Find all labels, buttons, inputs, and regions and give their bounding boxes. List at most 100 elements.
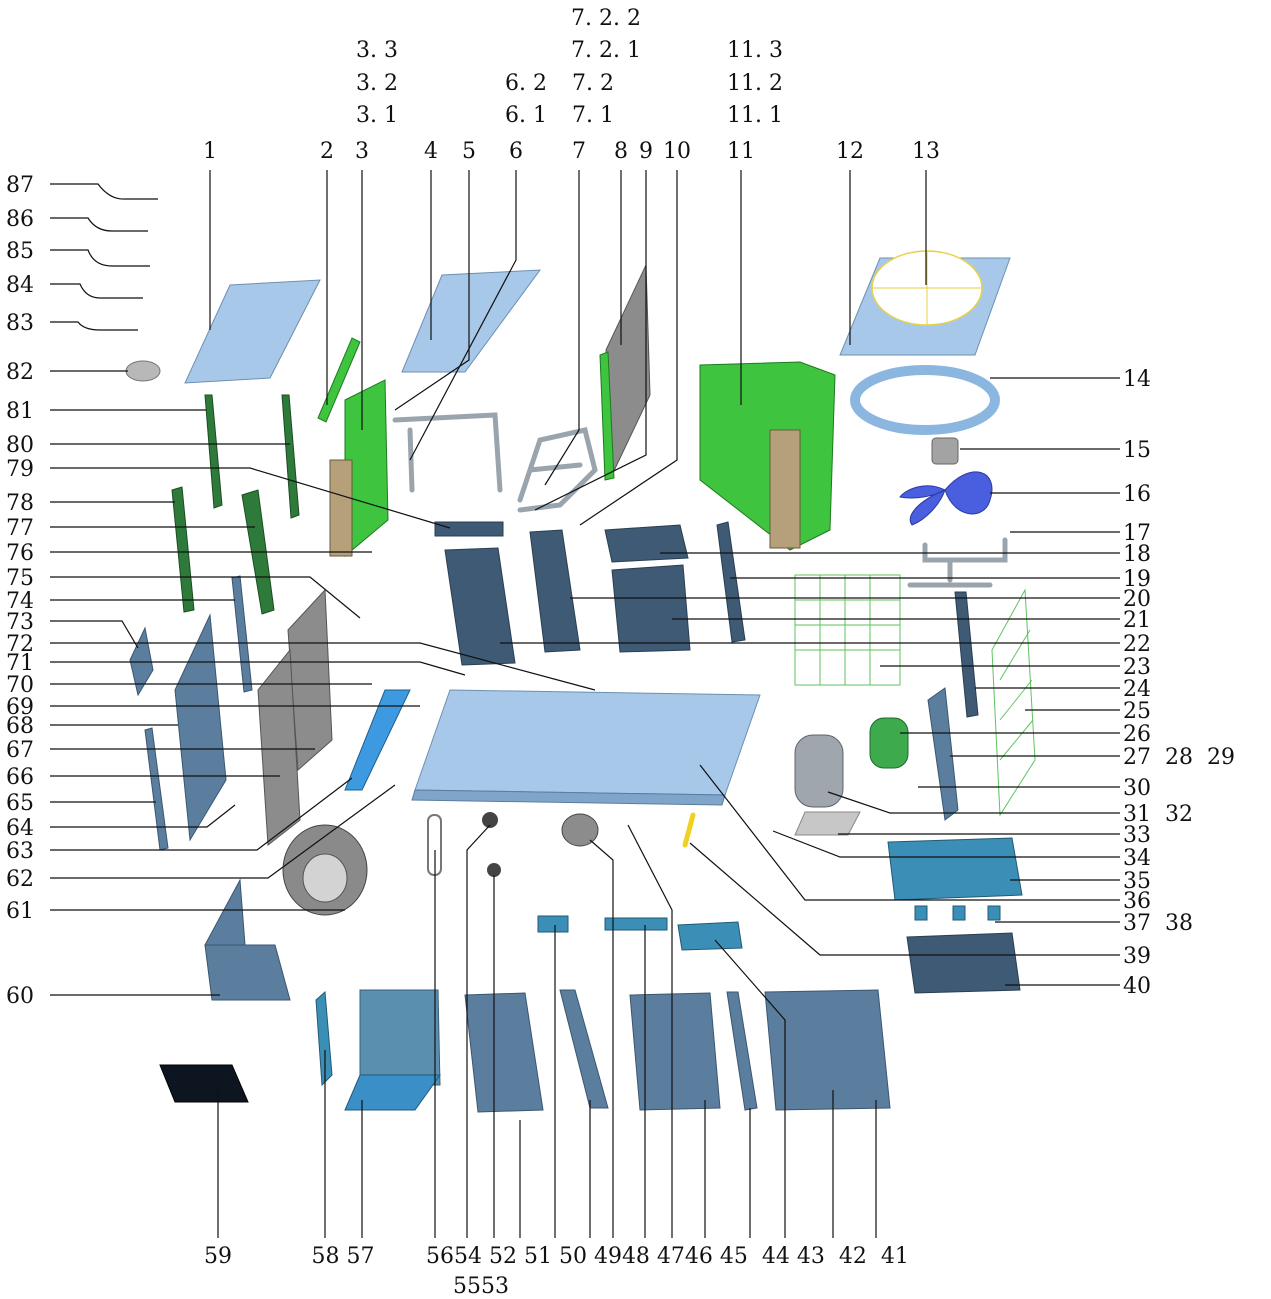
callout-label: 9 xyxy=(639,139,653,164)
callout-label: 59 xyxy=(204,1244,232,1269)
part-68-frame xyxy=(174,613,227,842)
part-38-clip xyxy=(987,905,1001,921)
callout-label: 1 xyxy=(203,139,217,164)
callout-label: 19 xyxy=(1123,567,1151,592)
part-60-flange xyxy=(204,878,246,946)
callout-label: 84 xyxy=(6,273,34,298)
callout-label: 67 xyxy=(6,738,34,763)
part-27-side-plate xyxy=(927,687,959,821)
part-61-wheel xyxy=(302,853,348,903)
part-58-strip xyxy=(315,990,333,1087)
leader-line xyxy=(409,170,517,461)
callout-label: 26 xyxy=(1123,722,1151,747)
callout-label: 36 xyxy=(1123,889,1151,914)
part-31-compressor xyxy=(794,734,844,808)
callout-label: 35 xyxy=(1123,869,1151,894)
part-41-base-panel xyxy=(764,989,891,1111)
callout-label: 24 xyxy=(1123,677,1151,702)
callout-label: 3 xyxy=(355,139,369,164)
callout-label: 25 xyxy=(1123,699,1151,724)
callout-label: 22 xyxy=(1123,632,1151,657)
leader-line xyxy=(50,620,139,649)
part-57-base xyxy=(344,1074,441,1111)
callout-label: 58 57 xyxy=(312,1244,375,1269)
part-57-drain-pan xyxy=(359,989,441,1086)
leader-line xyxy=(772,830,1120,858)
callout-label: 23 xyxy=(1123,655,1151,680)
callout-label: 7. 2. 2 xyxy=(571,6,641,31)
callout-label: 37 38 xyxy=(1123,911,1193,936)
top-labels: 1 2 3 3. 1 3. 2 3. 3 4 5 6 6. 1 6. 2 7 7… xyxy=(203,6,940,164)
leader-line xyxy=(394,170,470,411)
callout-label: 82 xyxy=(6,360,34,385)
left-labels: 87 86 85 84 83 82 81 80 79 78 77 76 75 7… xyxy=(6,173,34,1009)
part-63-channel xyxy=(344,689,411,791)
part-2-rail xyxy=(317,337,361,423)
part-18-panel xyxy=(604,524,689,563)
callout-label: 63 xyxy=(6,839,34,864)
part-82-gasket xyxy=(125,360,161,382)
callout-label: 80 xyxy=(6,433,34,458)
part-39-connector xyxy=(682,812,696,848)
callout-label: 10 xyxy=(663,139,691,164)
leader-line xyxy=(50,183,158,200)
part-51-panel xyxy=(464,992,544,1113)
part-36-base-front xyxy=(411,789,726,806)
callout-label: 66 xyxy=(6,765,34,790)
leader-line xyxy=(579,170,678,526)
part-22-panel xyxy=(444,547,516,666)
callout-label: 12 xyxy=(836,139,864,164)
callout-label: 7. 2. 1 xyxy=(571,38,641,63)
callout-label: 14 xyxy=(1123,367,1151,392)
callout-label: 71 xyxy=(6,651,34,676)
part-26-accumulator xyxy=(869,717,909,769)
part-37-clip xyxy=(952,905,966,921)
callout-label: 64 xyxy=(6,816,34,841)
part-74-strip xyxy=(231,575,253,693)
callout-label: 5654 52 51 50 4948 4746 45 44 43 42 41 xyxy=(426,1244,909,1269)
part-48-motor xyxy=(561,813,599,847)
callout-label: 3. 3 xyxy=(356,38,398,63)
callout-label: 85 xyxy=(6,239,34,264)
callout-label: 60 xyxy=(6,984,34,1009)
leader-line xyxy=(714,939,786,1238)
callout-label: 76 xyxy=(6,541,34,566)
callout-label: 87 xyxy=(6,173,34,198)
callout-label: 3. 2 xyxy=(356,71,398,96)
callout-label: 7 xyxy=(572,139,586,164)
part-16-fan-blade xyxy=(899,471,993,526)
part-80-strip xyxy=(281,394,300,519)
part-78-strip xyxy=(171,486,195,613)
leader-line xyxy=(627,824,673,1238)
part-44-strip xyxy=(726,991,758,1111)
callout-label: 33 xyxy=(1123,823,1151,848)
callout-label: 72 xyxy=(6,632,34,657)
leader-line xyxy=(466,824,491,1238)
leader-line xyxy=(544,170,580,486)
part-15-fan-motor xyxy=(931,437,959,465)
callout-label: 7. 1 xyxy=(572,103,614,128)
callout-label: 86 xyxy=(6,207,34,232)
callout-label: 6 xyxy=(509,139,523,164)
callout-label: 6. 1 xyxy=(505,103,547,128)
part-23-wire-grid xyxy=(794,574,901,686)
part-37-clip xyxy=(914,905,928,921)
callout-label: 30 xyxy=(1123,776,1151,801)
part-8-frame xyxy=(599,351,615,481)
callout-label: 61 xyxy=(6,899,34,924)
part-11-fins xyxy=(769,429,801,549)
leader-line xyxy=(827,791,1120,814)
leader-line xyxy=(50,321,138,331)
leader-line xyxy=(50,784,396,879)
part-20-panel xyxy=(529,529,581,653)
callout-label: 65 xyxy=(6,791,34,816)
callout-label: 4 xyxy=(424,139,438,164)
callout-label: 11 xyxy=(727,139,755,164)
part-50-clip xyxy=(537,915,569,933)
callout-label: 18 xyxy=(1123,542,1151,567)
part-21-panel xyxy=(611,564,691,653)
part-47-rail xyxy=(604,917,668,931)
callout-label: 31 32 xyxy=(1123,802,1193,827)
part-19-strip xyxy=(716,521,746,643)
